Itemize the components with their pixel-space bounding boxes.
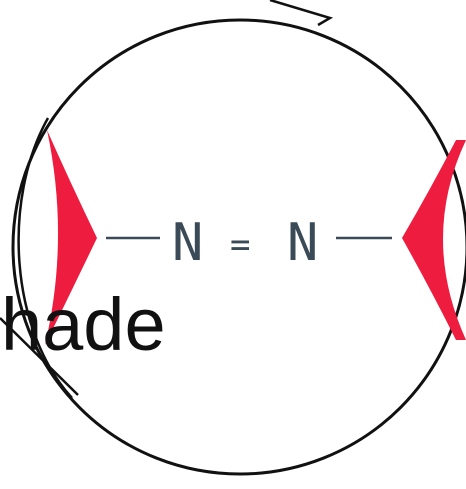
top-stroke — [269, 0, 334, 27]
outer-circle — [11, 18, 466, 476]
right-red-shape — [402, 140, 466, 340]
caption-text: shade — [0, 283, 166, 366]
right-atom-label: N — [287, 213, 318, 273]
bond-symbol: = — [230, 225, 250, 265]
diagonal-stroke — [0, 317, 79, 396]
left-atom-label: N — [172, 213, 203, 273]
left-red-shape — [45, 130, 97, 345]
